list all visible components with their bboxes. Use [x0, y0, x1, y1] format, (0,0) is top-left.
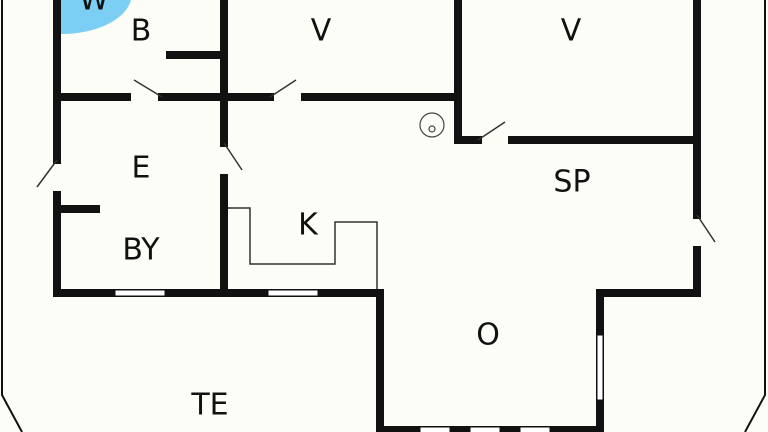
room-label-k: K [298, 207, 318, 243]
boiler-icon [419, 112, 445, 138]
shower-area [61, 0, 131, 35]
room-label-by: BY [122, 232, 160, 268]
room-label-sp: SP [553, 164, 591, 200]
room-label-te: TE [191, 387, 229, 423]
windows [114, 289, 604, 432]
room-label-e: E [131, 150, 151, 186]
room-label-v2: V [560, 13, 582, 49]
kitchen-counter [228, 207, 378, 289]
room-label-b: B [130, 13, 152, 49]
door-swings [36, 79, 716, 243]
room-label-o: O [476, 317, 500, 353]
room-label-w: W [79, 0, 109, 18]
room-label-v1: V [310, 13, 332, 49]
